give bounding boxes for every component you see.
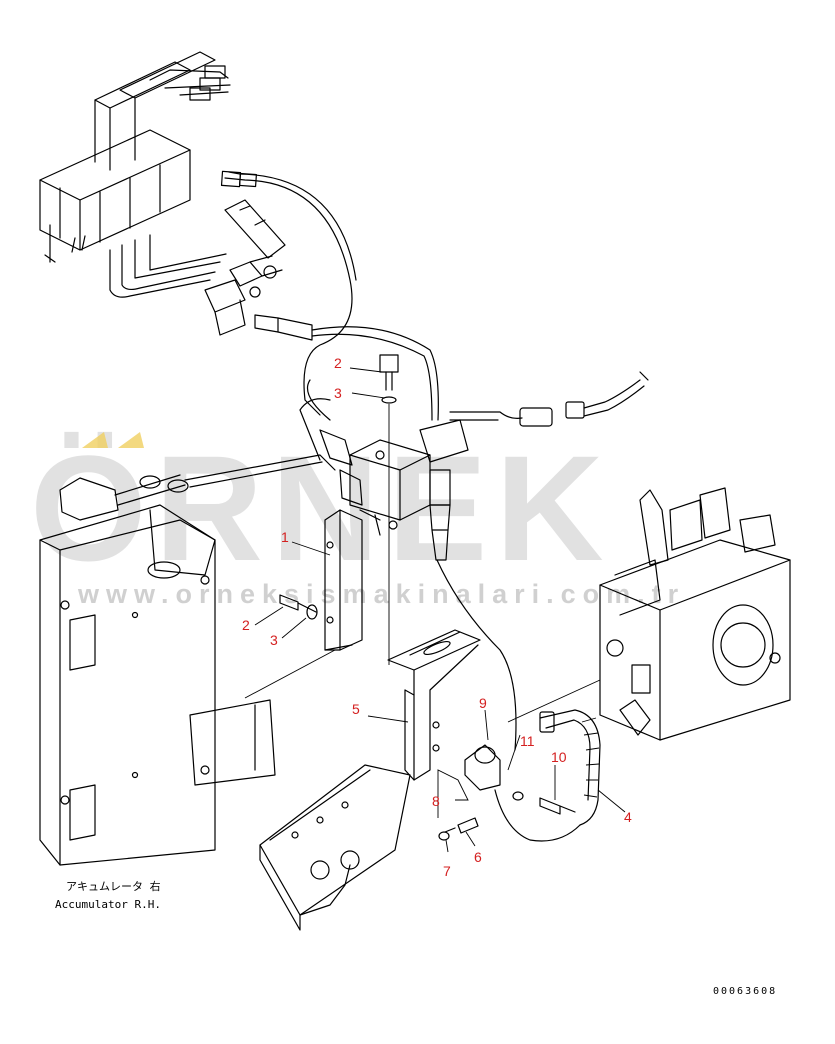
caption-english: Accumulator R.H. — [55, 898, 161, 911]
hydraulic-tank — [599, 487, 791, 741]
hoses — [220, 170, 439, 421]
accumulator-rh — [39, 398, 336, 866]
callout-7: 7 — [443, 863, 451, 879]
watermark-url: www.orneksismakinalari.com.tr — [77, 579, 685, 609]
callout-3-mid: 3 — [270, 632, 278, 648]
hose-4 — [436, 559, 601, 842]
callout-3-top: 3 — [334, 385, 342, 401]
clamp-9 — [438, 744, 576, 841]
manifold-block — [319, 354, 649, 561]
watermark-umlaut — [82, 432, 144, 448]
step-platform — [259, 764, 411, 931]
callout-10: 10 — [551, 749, 567, 765]
callout-6: 6 — [474, 849, 482, 865]
control-valve-assembly — [39, 51, 286, 336]
document-number: 00063608 — [713, 986, 777, 997]
callout-2-mid: 2 — [242, 617, 250, 633]
accumulator-caption: アキュムレータ 右 Accumulator R.H. — [55, 879, 161, 911]
callouts: 2 3 1 2 3 5 9 11 10 4 8 6 7 — [242, 355, 632, 879]
callout-8: 8 — [432, 793, 440, 809]
callout-4: 4 — [624, 809, 632, 825]
bracket-5 — [387, 440, 481, 781]
callout-5: 5 — [352, 701, 360, 717]
callout-1: 1 — [281, 529, 289, 545]
callout-2-top: 2 — [334, 355, 342, 371]
callout-11: 11 — [520, 733, 535, 749]
leader-lines — [244, 367, 626, 853]
callout-9: 9 — [479, 695, 487, 711]
caption-japanese: アキュムレータ 右 — [66, 879, 161, 893]
